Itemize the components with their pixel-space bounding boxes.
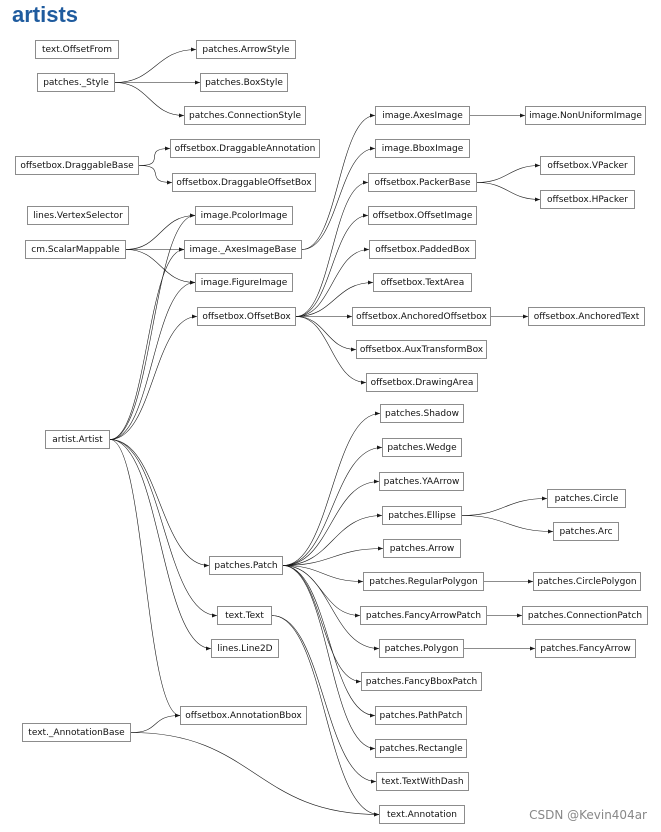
class-node-patches-wedge: patches.Wedge: [382, 438, 462, 457]
class-node-patches-circle: patches.Circle: [547, 489, 626, 508]
edge-offsetbox-offsetbox-to-offsetbox-packerbase: [295, 180, 369, 317]
class-node-offsetbox-offsetimage: offsetbox.OffsetImage: [368, 206, 477, 225]
class-node-text-text: text.Text: [217, 606, 272, 625]
class-node-offsetbox-draggableoffsetbox: offsetbox.DraggableOffsetBox: [172, 173, 316, 192]
class-node-offsetbox-paddedbox: offsetbox.PaddedBox: [369, 240, 476, 259]
edge-patches-patch-to-patches-ellipse: [282, 513, 383, 566]
class-node-text-annotation: text.Annotation: [379, 805, 465, 824]
class-node-patches-ellipse: patches.Ellipse: [382, 506, 462, 525]
edge-image-axesimage-to-image-nonuniformimage: [470, 113, 525, 118]
class-node-text-textwithdash: text.TextWithDash: [376, 772, 469, 791]
edge-patches-patch-to-patches-wedge: [282, 445, 383, 566]
class-node-offsetbox-anchoredoffsetbox: offsetbox.AnchoredOffsetbox: [352, 307, 491, 326]
class-node-image-pcolorimage: image.PcolorImage: [195, 206, 293, 225]
class-node-image-axesimage: image.AxesImage: [375, 106, 470, 125]
class-node-offsetbox-anchoredtext: offsetbox.AnchoredText: [528, 307, 645, 326]
class-node-patches-pathpatch: patches.PathPatch: [375, 706, 467, 725]
edge-offsetbox-offsetbox-to-offsetbox-paddedbox: [295, 247, 370, 317]
edge-artist-artist-to-image-axesimagebase: [109, 247, 185, 440]
edge-patches-patch-to-patches-rectangle: [282, 565, 376, 751]
class-node-patches-polygon: patches.Polygon: [379, 639, 464, 658]
class-node-patches-fancybboxpatch: patches.FancyBboxPatch: [361, 672, 482, 691]
edge-artist-artist-to-lines-line2d: [109, 439, 212, 651]
edge-patches-polygon-to-patches-fancyarrow: [464, 646, 535, 651]
class-node-offsetbox-textarea: offsetbox.TextArea: [373, 273, 472, 292]
edge-patches-style-to-patches-arrowstyle: [114, 47, 197, 83]
class-node-patches-boxstyle: patches.BoxStyle: [200, 73, 288, 92]
class-node-patches-circlepolygon: patches.CirclePolygon: [533, 572, 641, 591]
class-node-offsetbox-offsetbox: offsetbox.OffsetBox: [197, 307, 296, 326]
edge-patches-ellipse-to-patches-circle: [461, 496, 548, 516]
edge-patches-fancyarrowpatch-to-patches-connectionpatch: [487, 613, 522, 618]
watermark: CSDN @Kevin404ar: [529, 808, 647, 822]
class-node-image-nonuniformimage: image.NonUniformImage: [525, 106, 646, 125]
edge-patches-patch-to-patches-arrow: [282, 546, 384, 566]
edge-patches-patch-to-patches-polygon: [282, 565, 380, 651]
edge-offsetbox-offsetbox-to-offsetbox-auxtransformbox: [295, 316, 357, 352]
class-node-lines-vertexselector: lines.VertexSelector: [27, 206, 129, 225]
edge-artist-artist-to-patches-patch: [109, 439, 210, 568]
class-node-offsetbox-draggableannotation: offsetbox.DraggableAnnotation: [170, 139, 320, 158]
class-node-patches-rectangle: patches.Rectangle: [375, 739, 467, 758]
edge-patches-patch-to-patches-yaarrow: [282, 479, 380, 566]
class-node-patches-connectionpatch: patches.ConnectionPatch: [522, 606, 648, 625]
edge-patches-style-to-patches-connectionstyle: [114, 82, 185, 118]
edge-offsetbox-offsetbox-to-offsetbox-drawingarea: [295, 316, 367, 385]
class-node-offsetbox-draggablebase: offsetbox.DraggableBase: [15, 156, 139, 175]
class-node-image-bboximage: image.BboxImage: [375, 139, 470, 158]
edge-offsetbox-offsetbox-to-offsetbox-textarea: [295, 280, 374, 317]
edge-offsetbox-anchoredoffsetbox-to-offsetbox-anchoredtext: [491, 314, 528, 319]
class-node-offsetbox-hpacker: offsetbox.HPacker: [540, 190, 635, 209]
class-node-patches-arrow: patches.Arrow: [383, 539, 461, 558]
class-node-offsetbox-auxtransformbox: offsetbox.AuxTransformBox: [356, 340, 487, 359]
class-node-patches-arc: patches.Arc: [553, 522, 619, 541]
edge-patches-patch-to-patches-fancybboxpatch: [282, 565, 362, 684]
edge-offsetbox-offsetbox-to-offsetbox-anchoredoffsetbox: [296, 314, 352, 319]
edge-text-text-to-text-textwithdash: [271, 615, 377, 784]
edge-cm-scalarmappable-to-image-axesimagebase: [126, 247, 184, 252]
class-node-text-annotationbase: text._AnnotationBase: [22, 723, 131, 742]
class-node-patches-connectionstyle: patches.ConnectionStyle: [184, 106, 306, 125]
edge-patches-regularpolygon-to-patches-circlepolygon: [484, 579, 533, 584]
class-node-patches-shadow: patches.Shadow: [380, 404, 464, 423]
edge-text-annotationbase-to-offsetbox-annotationbbox: [130, 713, 181, 733]
class-node-patches-fancyarrow: patches.FancyArrow: [535, 639, 636, 658]
class-node-image-axesimagebase: image._AxesImageBase: [184, 240, 302, 259]
class-node-patches-fancyarrowpatch: patches.FancyArrowPatch: [360, 606, 487, 625]
class-node-offsetbox-packerbase: offsetbox.PackerBase: [368, 173, 477, 192]
class-node-lines-line2d: lines.Line2D: [211, 639, 279, 658]
edge-artist-artist-to-text-text: [109, 439, 218, 618]
edge-patches-patch-to-patches-regularpolygon: [282, 565, 364, 584]
class-node-image-figureimage: image.FigureImage: [195, 273, 293, 292]
edge-offsetbox-draggablebase-to-offsetbox-draggableoffsetbox: [138, 165, 173, 185]
class-node-patches-patch: patches.Patch: [209, 556, 283, 575]
edge-offsetbox-packerbase-to-offsetbox-hpacker: [476, 182, 541, 202]
class-node-text-offsetfrom: text.OffsetFrom: [35, 40, 119, 59]
edge-image-axesimagebase-to-image-bboximage: [301, 146, 376, 250]
edge-image-axesimagebase-to-image-axesimage: [301, 113, 376, 250]
class-node-offsetbox-annotationbbox: offsetbox.AnnotationBbox: [180, 706, 307, 725]
class-node-patches-arrowstyle: patches.ArrowStyle: [196, 40, 296, 59]
edge-patches-patch-to-patches-shadow: [282, 411, 381, 566]
edge-artist-artist-to-image-pcolorimage: [109, 213, 196, 440]
class-node-artist-artist: artist.Artist: [45, 430, 110, 449]
class-node-patches-regularpolygon: patches.RegularPolygon: [363, 572, 484, 591]
edge-offsetbox-offsetbox-to-offsetbox-offsetimage: [295, 213, 369, 317]
class-node-patches-yaarrow: patches.YAArrow: [379, 472, 464, 491]
edge-text-annotationbase-to-text-annotation: [130, 732, 380, 817]
class-node-cm-scalarmappable: cm.ScalarMappable: [25, 240, 126, 259]
edge-patches-patch-to-patches-pathpatch: [282, 565, 376, 718]
class-node-patches-style: patches._Style: [37, 73, 115, 92]
edge-artist-artist-to-offsetbox-offsetbox: [109, 314, 198, 440]
edge-offsetbox-packerbase-to-offsetbox-vpacker: [476, 163, 541, 183]
class-node-offsetbox-vpacker: offsetbox.VPacker: [540, 156, 635, 175]
class-node-offsetbox-drawingarea: offsetbox.DrawingArea: [366, 373, 478, 392]
edge-patches-style-to-patches-boxstyle: [115, 80, 200, 85]
edge-offsetbox-draggablebase-to-offsetbox-draggableannotation: [138, 146, 171, 166]
page-title: artists: [12, 2, 79, 27]
edge-artist-artist-to-image-figureimage: [109, 280, 196, 440]
edge-patches-ellipse-to-patches-arc: [461, 515, 554, 534]
